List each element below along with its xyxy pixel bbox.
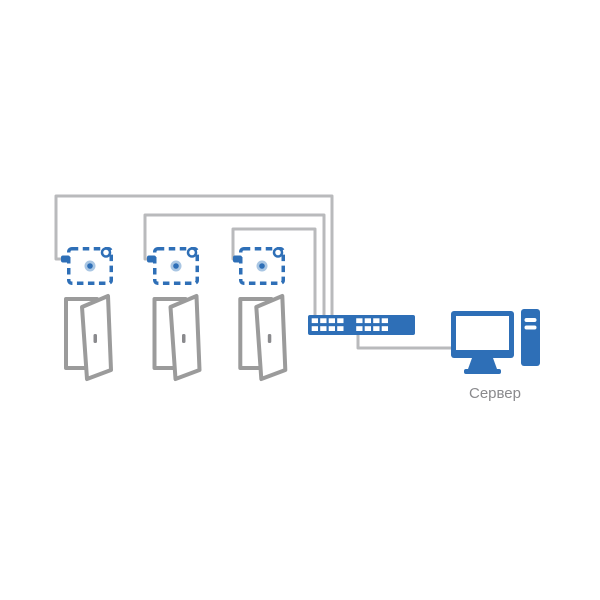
switch-port xyxy=(381,326,388,331)
switch-port xyxy=(364,318,371,324)
monitor-screen xyxy=(456,316,509,350)
board-buzzer xyxy=(100,247,112,258)
board-connector xyxy=(61,255,70,263)
board-connector xyxy=(147,255,156,263)
tower-case xyxy=(521,309,540,366)
switch-port xyxy=(373,326,380,331)
door-1-icon xyxy=(64,294,113,381)
door-handle xyxy=(267,334,272,343)
board-led xyxy=(173,263,179,269)
board-led xyxy=(259,263,265,269)
cable-controller2-to-switch xyxy=(143,213,326,317)
switch-port xyxy=(328,318,335,324)
cable-controller1-to-switch xyxy=(54,194,334,317)
tower-vent xyxy=(524,318,537,322)
board-buzzer xyxy=(272,247,284,258)
switch-port xyxy=(356,318,363,324)
switch-port xyxy=(311,318,318,324)
server-computer-icon xyxy=(451,309,540,374)
controller-board-3-icon xyxy=(233,247,285,285)
board-connector xyxy=(233,255,242,263)
switch-port xyxy=(320,326,327,331)
cable-switch-to-server xyxy=(356,333,455,350)
switch-port xyxy=(381,318,388,324)
controller-board-2-icon xyxy=(147,247,199,285)
server-label: Сервер xyxy=(468,385,521,402)
switch-port xyxy=(364,326,371,331)
door-2-icon xyxy=(152,294,202,381)
monitor-stand xyxy=(468,358,497,369)
board-buzzer xyxy=(186,247,198,258)
controller-board-1-icon xyxy=(61,247,113,285)
door-handle xyxy=(93,334,97,343)
board-led xyxy=(87,263,93,269)
tower-vent xyxy=(524,325,537,330)
monitor-base xyxy=(464,369,501,374)
door-handle xyxy=(182,334,186,343)
switch-port xyxy=(328,326,335,331)
switch-port xyxy=(337,326,344,331)
switch-port xyxy=(373,318,380,324)
switch-port xyxy=(320,318,327,324)
switch-port xyxy=(356,326,363,331)
network-switch-icon xyxy=(308,315,415,335)
switch-port xyxy=(311,326,318,331)
switch-port xyxy=(337,318,344,324)
door-3-icon xyxy=(238,294,288,381)
